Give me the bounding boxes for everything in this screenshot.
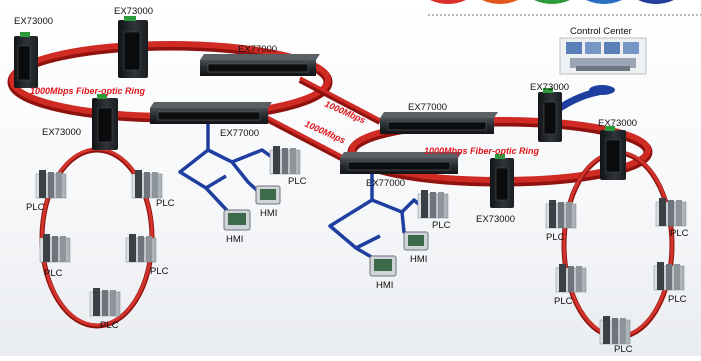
din-switch-top-left: [118, 16, 148, 78]
label-ex77000-top: EX77000: [238, 44, 277, 55]
rack-switch-middle-right: [380, 112, 498, 134]
accent-dot: [586, 0, 622, 4]
rack-switch-middle-left: [150, 102, 272, 124]
label-ex73000-far-left: EX73000: [14, 16, 53, 27]
uplink-cap: [589, 85, 615, 95]
header-accent: [428, 0, 701, 16]
label-plc-left-middle-right: PLC: [150, 266, 169, 277]
plc-left-bottom: [89, 288, 121, 317]
plc-right-bottom: [599, 316, 631, 345]
label-fiber-ring-left: 1000Mbps Fiber-optic Ring: [30, 86, 146, 96]
hmi-left-lower: [223, 209, 251, 231]
label-hmi-left-upper: HMI: [260, 208, 277, 219]
label-plc-left-bottom: PLC: [100, 320, 119, 331]
label-ex77000-mid-right: EX77000: [408, 102, 447, 113]
label-plc-mid-right-tree: PLC: [432, 220, 451, 231]
label-ex73000-mid-left: EX73000: [42, 127, 81, 138]
label-ex77000-mid-left: EX77000: [220, 128, 259, 139]
hmi-right-lower: [369, 255, 397, 277]
accent-dot: [482, 0, 518, 4]
label-plc-left-upper-left: PLC: [26, 202, 45, 213]
label-plc-right-middle-right: PLC: [668, 294, 687, 305]
din-switch-mid-left: [92, 94, 118, 150]
label-fiber-ring-right: 1000Mbps Fiber-optic Ring: [424, 146, 540, 156]
din-switch-right-upper: [538, 88, 562, 142]
plc-left-upper-left: [35, 170, 67, 199]
label-control-center: Control Center: [570, 26, 632, 37]
control-center-icon: [559, 37, 647, 75]
plc-left-middle-right: [125, 234, 157, 263]
label-plc-right-upper-left: PLC: [546, 232, 565, 243]
label-plc-right-bottom: PLC: [614, 344, 633, 355]
din-switch-bottom-center: [490, 154, 514, 208]
label-hmi-right-upper: HMI: [410, 254, 427, 265]
plc-left-middle-left: [39, 234, 71, 263]
hmi-left-upper: [255, 185, 281, 205]
label-ex77000-lower: EX77000: [366, 178, 405, 189]
label-plc-left-upper-right: PLC: [156, 198, 175, 209]
label-plc-left-middle-left: PLC: [44, 268, 63, 279]
label-ex73000-top-left: EX73000: [114, 6, 153, 17]
label-plc-right-upper-right: PLC: [670, 228, 689, 239]
accent-dot: [638, 0, 674, 4]
plc-right-middle-right: [653, 262, 685, 291]
label-ex73000-far-right: EX73000: [598, 118, 637, 129]
plc-mid-left-tree: [269, 146, 301, 175]
accent-dot: [534, 0, 570, 4]
plc-right-middle-left: [555, 264, 587, 293]
plc-right-upper-left: [545, 200, 577, 229]
plc-left-upper-right: [131, 170, 163, 199]
din-switch-far-right: [600, 126, 626, 180]
rack-switch-lower: [340, 152, 462, 174]
din-switch-far-left: [14, 32, 38, 88]
label-plc-mid-left-tree: PLC: [288, 176, 307, 187]
plc-mid-right-tree: [417, 190, 449, 219]
link-lines: [263, 76, 382, 163]
label-ex73000-right-upper: EX73000: [530, 82, 569, 93]
plc-right-upper-right: [655, 198, 687, 227]
rack-switch-top: [200, 54, 320, 76]
label-hmi-left-lower: HMI: [226, 234, 243, 245]
accent-dot: [430, 0, 466, 4]
label-ex73000-bottom-center: EX73000: [476, 214, 515, 225]
label-hmi-right-lower: HMI: [376, 280, 393, 291]
hmi-right-upper: [403, 231, 429, 251]
label-plc-right-middle-left: PLC: [554, 296, 573, 307]
